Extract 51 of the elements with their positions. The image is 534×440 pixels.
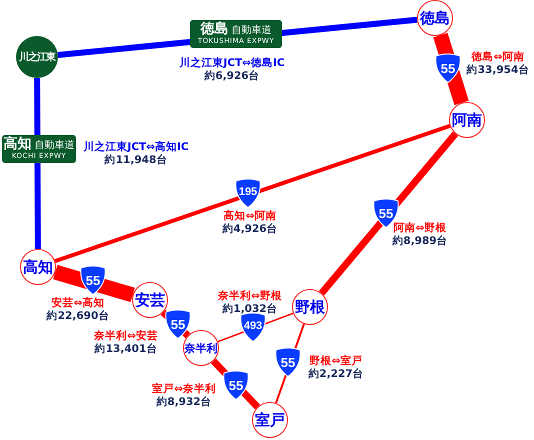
section-label: 安芸⇔高知: [52, 297, 104, 310]
traffic-count: 約13,401台: [94, 342, 158, 356]
road-line: [53, 264, 135, 302]
city-name: 野根: [295, 298, 325, 316]
traffic-count: 約1,032台: [222, 302, 278, 316]
expressway-name: 徳島: [200, 22, 228, 38]
route-number: 55: [378, 207, 394, 220]
section-label: 室戸⇔奈半利: [152, 383, 216, 396]
section-label: 阿南⇔野根: [394, 222, 446, 235]
city-name: 川之江東: [19, 50, 55, 64]
expressway-name: 高知: [4, 137, 32, 152]
city-circle: [20, 249, 56, 285]
junction-circle: [16, 36, 58, 78]
expressway-type: 自動車道: [34, 140, 74, 151]
route-number: 55: [280, 356, 296, 369]
city-circle: [292, 289, 328, 325]
section-label: 川之江東JCT⇔高知IC: [83, 141, 189, 154]
road-line: [318, 132, 458, 296]
route-number: 195: [238, 187, 258, 198]
traffic-count: 約22,690台: [46, 310, 110, 322]
city-name: 阿南: [452, 110, 482, 130]
city-circle: [449, 102, 485, 138]
city-name: 室戸: [255, 410, 285, 430]
city-name: 高知: [23, 258, 53, 276]
route-number: 55: [440, 62, 456, 75]
traffic-count: 約2,227台: [308, 368, 364, 380]
traffic-count: 約11,948台: [104, 154, 168, 166]
traffic-count: 約8,989台: [392, 234, 448, 248]
route-number: 493: [244, 321, 262, 332]
traffic-count: 約33,954台: [466, 64, 530, 76]
traffic-count: 約6,926台: [204, 70, 260, 82]
section-label: 高知⇔阿南: [224, 210, 276, 223]
section-label: 奈半利⇔野根: [218, 290, 282, 303]
city-circle: [417, 0, 453, 36]
section-label: 徳島⇔阿南: [472, 51, 524, 64]
road-line: [54, 124, 451, 264]
route-number: 55: [228, 379, 244, 392]
city-circle: [132, 282, 168, 318]
city-name: 徳島: [420, 8, 450, 28]
traffic-count: 約4,926台: [222, 222, 278, 236]
city-name: 安芸: [135, 290, 165, 310]
section-label: 野根⇔室戸: [310, 355, 362, 368]
section-label: 川之江東JCT⇔徳島IC: [179, 57, 285, 70]
traffic-count: 約8,932台: [156, 396, 212, 408]
city-circle: [252, 402, 288, 438]
city-name: 奈半利: [184, 340, 218, 356]
section-label: 奈半利⇔安芸: [94, 330, 158, 343]
route-number: 55: [86, 274, 100, 287]
city-circle: [183, 330, 219, 366]
route-number: 55: [170, 318, 186, 331]
expressway-type: 自動車道: [232, 25, 272, 36]
